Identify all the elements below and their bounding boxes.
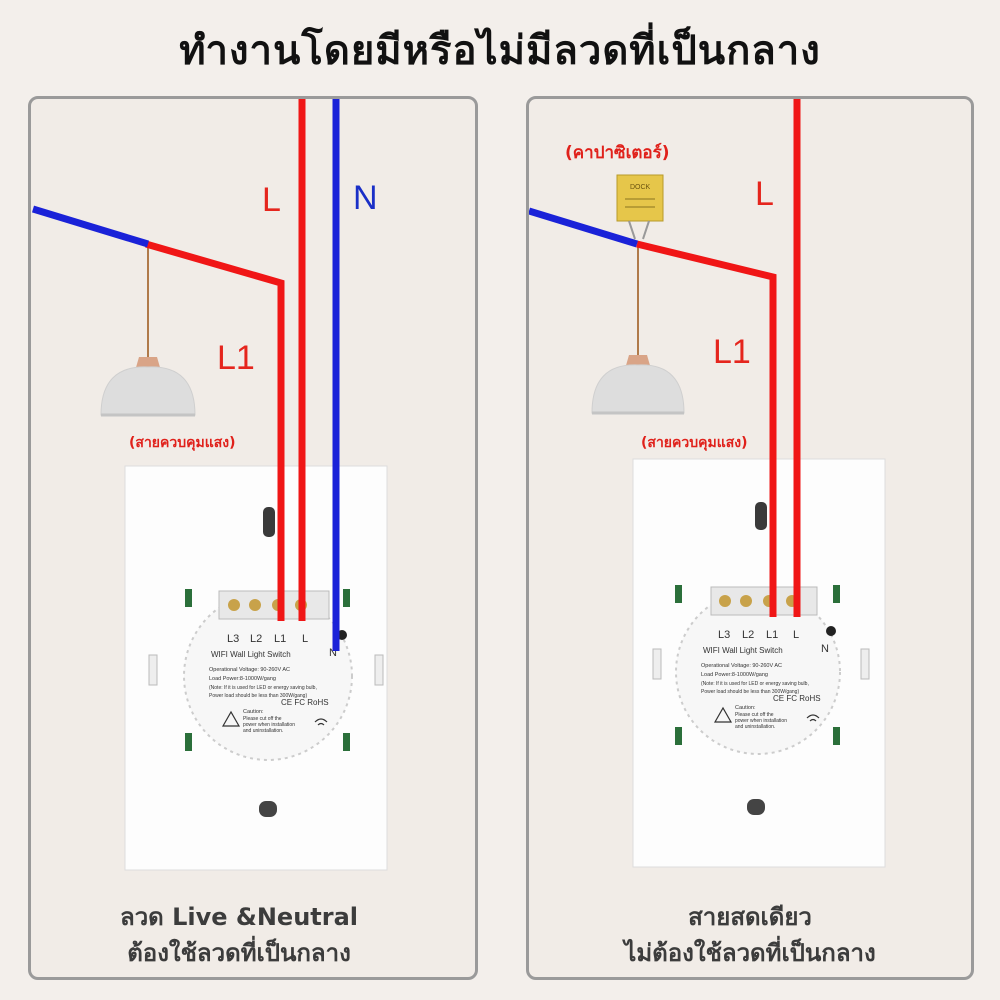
- plate-spec-voltage: Operational Voltage: 90-260V AC: [209, 667, 290, 673]
- terminal-label-l2: L2: [250, 633, 262, 645]
- wire-label-live: L: [262, 181, 281, 219]
- plate-caution-title: Caution:: [735, 705, 756, 711]
- switch-back-plate: [632, 458, 886, 868]
- wires-left: [31, 99, 340, 651]
- plate-spec-load: Load Power:8-1000W/gang: [701, 672, 768, 678]
- terminal-label-l3: L3: [227, 633, 239, 645]
- wire-label-live: L: [755, 175, 774, 213]
- plate-spec-note2: Power load should be less than 300W/gang…: [209, 693, 307, 699]
- plate-product-name: WIFI Wall Light Switch: [703, 646, 783, 655]
- caption-line2: ไม่ต้องใช้ลวดที่เป็นกลาง: [624, 939, 876, 967]
- switch-back-plate: [124, 465, 388, 871]
- terminal-label-l: L: [302, 633, 308, 645]
- terminal-label-n: N: [821, 643, 829, 655]
- terminal-label-n: N: [329, 647, 337, 659]
- pendant-lamp-icon: [591, 247, 685, 415]
- capacitor-text: DOCK: [630, 184, 651, 191]
- wiring-diagram-left: L3 L2 L1 L N WIFI Wall Light Switch Oper…: [31, 99, 388, 871]
- page-title: ทำงานโดยมีหรือไม่มีลวดที่เป็นกลาง: [179, 28, 821, 74]
- caption-line1: ลวด Live &Neutral: [119, 903, 359, 931]
- diagram-panel-with-neutral: L3 L2 L1 L N WIFI Wall Light Switch Oper…: [28, 96, 478, 980]
- wires-right: [529, 99, 801, 617]
- plate-caution-line3: and uninstallation.: [735, 724, 775, 730]
- plate-cert-marks: CE FC RoHS: [281, 698, 329, 707]
- plate-product-name: WIFI Wall Light Switch: [211, 650, 291, 659]
- wifi-icon: [806, 714, 820, 722]
- capacitor-icon: [616, 174, 664, 240]
- wiring-diagram-right: L3 L2 L1 L N WIFI Wall Light Switch Oper…: [529, 99, 886, 868]
- lamp-control-note: (สายควบคุมแสง): [129, 435, 236, 451]
- caption-line2: ต้องใช้ลวดที่เป็นกลาง: [127, 939, 351, 967]
- plate-cert-marks: CE FC RoHS: [773, 694, 821, 703]
- wire-label-load: L1: [713, 333, 751, 371]
- terminal-label-l3: L3: [718, 629, 730, 641]
- lamp-control-note: (สายควบคุมแสง): [641, 435, 748, 451]
- plate-spec-voltage: Operational Voltage: 90-260V AC: [701, 663, 782, 669]
- terminal-label-l: L: [793, 629, 799, 641]
- terminal-label-l1: L1: [274, 633, 286, 645]
- plate-caution-title: Caution:: [243, 709, 264, 715]
- warning-triangle-icon: [713, 706, 733, 723]
- warning-triangle-icon: [221, 710, 241, 727]
- plate-spec-note1: (Note: If it is used for LED or energy s…: [701, 681, 809, 687]
- plate-caution-line1: Please cut off the: [735, 712, 774, 718]
- plate-spec-note2: Power load should be less than 300W/gang…: [701, 689, 799, 695]
- terminal-label-l2: L2: [742, 629, 754, 641]
- wire-label-load: L1: [217, 339, 255, 377]
- diagram-panel-single-live: L3 L2 L1 L N WIFI Wall Light Switch Oper…: [526, 96, 974, 980]
- plate-caution-line2: power when installation: [735, 718, 787, 724]
- pendant-lamp-icon: [100, 247, 196, 417]
- plate-spec-load: Load Power:8-1000W/gang: [209, 676, 276, 682]
- wire-label-neutral: N: [353, 179, 378, 217]
- plate-caution-line2: power when installation: [243, 722, 295, 728]
- caption-line1: สายสดเดียว: [688, 903, 812, 931]
- plate-caution-line3: and uninstallation.: [243, 728, 283, 734]
- plate-caution-line1: Please cut off the: [243, 716, 282, 722]
- terminal-label-l1: L1: [766, 629, 778, 641]
- plate-spec-note1: (Note: If it is used for LED or energy s…: [209, 685, 317, 691]
- capacitor-note: (คาปาซิเตอร์): [565, 143, 670, 163]
- wifi-icon: [314, 718, 328, 726]
